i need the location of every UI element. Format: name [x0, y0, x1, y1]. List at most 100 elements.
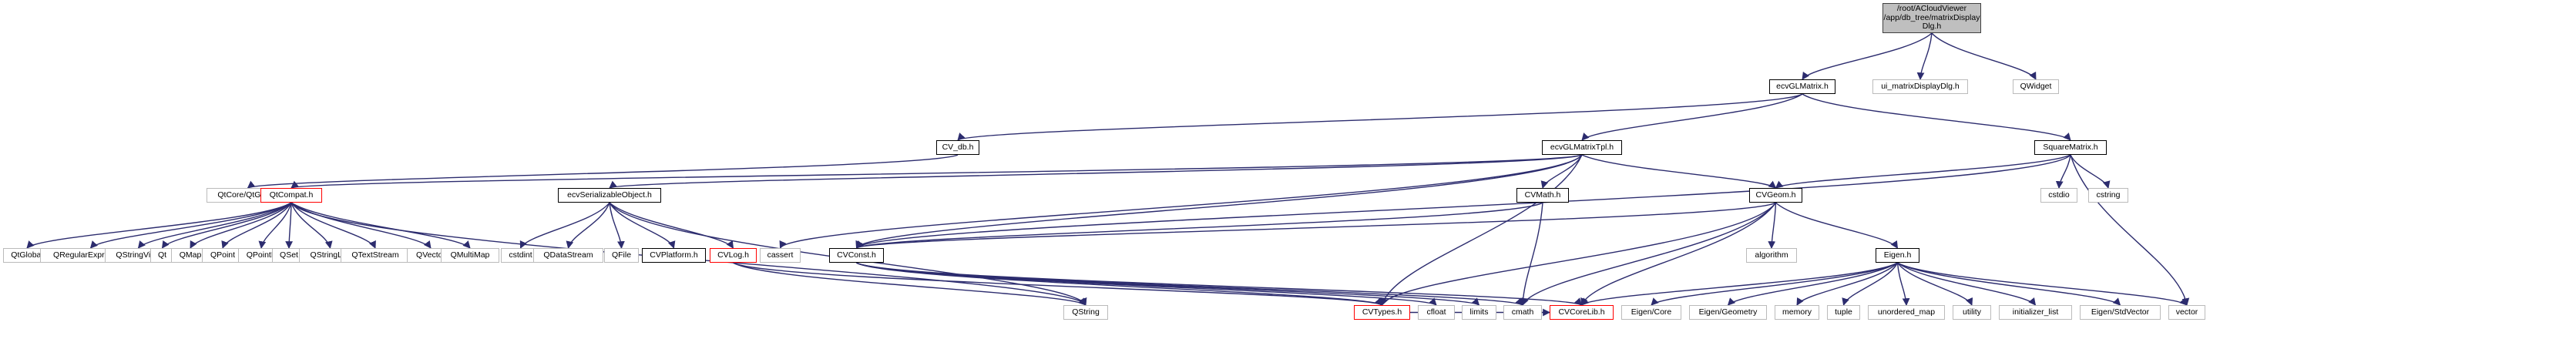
- graph-edge-ecvGLMatrix-to-ecvGLMatrixTpl: [1581, 93, 1803, 141]
- graph-edge-root-to-ui_matrixDisplayDlg: [1916, 32, 1933, 80]
- graph-node-CVConst[interactable]: CVConst.h: [829, 248, 884, 263]
- graph-edge-CVGeom-to-CVTypes: [1381, 202, 1777, 306]
- graph-edge-QtCompat-to-QStringList: [291, 202, 333, 249]
- graph-edge-CVLog-to-CVTypes: [733, 262, 1383, 306]
- graph-node-cfloat[interactable]: cfloat: [1418, 305, 1455, 320]
- graph-edge-ecvSerializableObject-to-CVPlatform: [609, 202, 676, 249]
- graph-node-QFile[interactable]: QFile: [604, 248, 639, 263]
- graph-node-QtCompat[interactable]: QtCompat.h: [260, 188, 322, 203]
- graph-edge-SquareMatrix-to-cstring: [2070, 154, 2111, 189]
- graph-edge-SquareMatrix-to-CVGeom: [1775, 154, 2071, 189]
- graph-node-ecvGLMatrix[interactable]: ecvGLMatrix.h: [1769, 79, 1835, 94]
- graph-edge-root-to-QWidget: [1931, 32, 2037, 80]
- graph-edge-Eigen-to-EigenCore: [1651, 262, 1898, 306]
- graph-edge-CVGeom-to-cmath: [1521, 202, 1777, 306]
- graph-edge-ecvSerializableObject-to-QDataStream: [566, 202, 610, 249]
- graph-node-QString[interactable]: QString: [1063, 305, 1108, 320]
- graph-node-cmath[interactable]: cmath: [1503, 305, 1542, 320]
- graph-node-CVTypes[interactable]: CVTypes.h: [1354, 305, 1410, 320]
- graph-node-QDataStream[interactable]: QDataStream: [533, 248, 603, 263]
- graph-edge-ecvSerializableObject-to-cstdint: [519, 202, 610, 249]
- graph-node-QPoint[interactable]: QPoint: [202, 248, 243, 263]
- graph-edge-CVGeom-to-CVConst: [855, 202, 1776, 249]
- graph-edge-ecvGLMatrixTpl-to-CVMath: [1540, 154, 1583, 189]
- graph-edge-CVConst-to-CVTypes: [856, 262, 1383, 306]
- graph-edge-QtCompat-to-QMultiMap: [291, 202, 471, 249]
- graph-node-ecvSerializableObject[interactable]: ecvSerializableObject.h: [558, 188, 661, 203]
- graph-edge-ecvGLMatrixTpl-to-cassert: [779, 154, 1583, 249]
- graph-node-cassert[interactable]: cassert: [760, 248, 801, 263]
- graph-edge-Eigen-to-CVCoreLib: [1580, 262, 1898, 306]
- graph-edge-QtCompat-to-QtGlobal: [26, 202, 292, 249]
- graph-node-tuple[interactable]: tuple: [1827, 305, 1860, 320]
- graph-edge-ecvGLMatrixTpl-to-QtCompat: [291, 154, 1583, 189]
- graph-edge-QtCompat-to-Qt: [161, 202, 292, 249]
- graph-edge-QtCompat-to-QRegularExpression: [89, 202, 292, 249]
- graph-edge-Eigen-to-memory: [1796, 262, 1899, 306]
- graph-node-utility[interactable]: utility: [1953, 305, 1991, 320]
- graph-edge-CVConst-to-limits: [856, 262, 1480, 306]
- graph-node-EigenGeometry[interactable]: Eigen/Geometry: [1689, 305, 1767, 320]
- graph-node-algorithm[interactable]: algorithm: [1746, 248, 1797, 263]
- graph-edge-CVConst-to-cfloat: [856, 262, 1437, 306]
- graph-edge-ecvGLMatrix-to-CV_db: [957, 93, 1803, 141]
- graph-node-QTextStream[interactable]: QTextStream: [341, 248, 410, 263]
- graph-node-initializer_list[interactable]: initializer_list: [1999, 305, 2072, 320]
- graph-edge-CVMath-to-cmath: [1519, 202, 1543, 306]
- graph-edge-CVConst-to-cmath: [856, 262, 1523, 306]
- graph-edge-ecvGLMatrixTpl-to-CVGeom: [1581, 154, 1777, 189]
- graph-edge-SquareMatrix-to-cstdio: [2055, 154, 2071, 189]
- graph-edge-ecvGLMatrixTpl-to-ecvSerializableObject: [609, 154, 1583, 189]
- graph-node-limits[interactable]: limits: [1462, 305, 1496, 320]
- graph-edge-ecvSerializableObject-to-CVLog: [609, 202, 734, 249]
- graph-edge-CVGeom-to-algorithm: [1768, 202, 1777, 249]
- graph-edge-QtCompat-to-QMap: [190, 202, 292, 249]
- graph-edge-QtCompat-to-QVector: [291, 202, 432, 249]
- graph-node-vector[interactable]: vector: [2168, 305, 2205, 320]
- graph-node-CV_db[interactable]: CV_db.h: [936, 140, 979, 155]
- graph-edge-ecvGLMatrixTpl-to-CVTypes: [1380, 154, 1583, 306]
- graph-node-ui_matrixDisplayDlg[interactable]: ui_matrixDisplayDlg.h: [1872, 79, 1968, 94]
- graph-node-QMultiMap[interactable]: QMultiMap: [441, 248, 499, 263]
- graph-edge-Eigen-to-unordered_map: [1896, 262, 1910, 306]
- graph-edge-QtCompat-to-QPointF: [258, 202, 292, 249]
- graph-node-CVPlatform[interactable]: CVPlatform.h: [642, 248, 706, 263]
- graph-edge-QtCompat-to-QTextStream: [291, 202, 376, 249]
- graph-node-root[interactable]: /root/ACloudViewer /app/db_tree/matrixDi…: [1882, 3, 1981, 33]
- graph-edge-Eigen-to-vector: [1897, 262, 2188, 306]
- graph-node-ecvGLMatrixTpl[interactable]: ecvGLMatrixTpl.h: [1542, 140, 1622, 155]
- graph-edge-root-to-ecvGLMatrix: [1802, 32, 1933, 80]
- graph-edge-ecvGLMatrix-to-SquareMatrix: [1802, 93, 2071, 141]
- graph-node-SquareMatrix[interactable]: SquareMatrix.h: [2034, 140, 2107, 155]
- graph-edge-ecvGLMatrixTpl-to-CVConst: [855, 154, 1583, 249]
- graph-node-Eigen[interactable]: Eigen.h: [1876, 248, 1919, 263]
- graph-edge-CV_db-to-QtCoreQtGlobal: [247, 154, 959, 189]
- graph-edge-CVLog-to-QString: [733, 262, 1086, 306]
- graph-edge-Eigen-to-initializer_list: [1897, 262, 2037, 306]
- graph-node-CVGeom[interactable]: CVGeom.h: [1749, 188, 1802, 203]
- graph-edge-QtCompat-to-QStringView: [137, 202, 292, 249]
- graph-node-CVLog[interactable]: CVLog.h: [710, 248, 757, 263]
- graph-edge-CVMath-to-CVConst: [855, 202, 1543, 249]
- graph-node-cstdio[interactable]: cstdio: [2040, 188, 2077, 203]
- graph-node-QWidget[interactable]: QWidget: [2013, 79, 2059, 94]
- graph-node-EigenStdVector[interactable]: Eigen/StdVector: [2080, 305, 2161, 320]
- graph-edge-SquareMatrix-to-vector: [2070, 154, 2190, 306]
- graph-edge-Eigen-to-EigenStdVector: [1897, 262, 2121, 306]
- graph-edge-CVConst-to-CVCoreLib: [856, 262, 1583, 306]
- graph-edge-ecvSerializableObject-to-QFile: [609, 202, 625, 249]
- graph-edge-QtCompat-to-QSet: [285, 202, 294, 249]
- graph-edge-Eigen-to-EigenGeometry: [1727, 262, 1898, 306]
- graph-node-EigenCore[interactable]: Eigen/Core: [1621, 305, 1681, 320]
- graph-node-CVMath[interactable]: CVMath.h: [1516, 188, 1569, 203]
- graph-node-CVCoreLib[interactable]: CVCoreLib.h: [1550, 305, 1614, 320]
- graph-edge-Eigen-to-tuple: [1842, 262, 1899, 306]
- graph-edge-Eigen-to-utility: [1896, 262, 1973, 306]
- graph-node-memory[interactable]: memory: [1775, 305, 1819, 320]
- graph-edge-QtCompat-to-QPoint: [221, 202, 292, 249]
- graph-node-cstring[interactable]: cstring: [2088, 188, 2128, 203]
- graph-node-unordered_map[interactable]: unordered_map: [1868, 305, 1945, 320]
- graph-edge-CVGeom-to-Eigen: [1775, 202, 1899, 249]
